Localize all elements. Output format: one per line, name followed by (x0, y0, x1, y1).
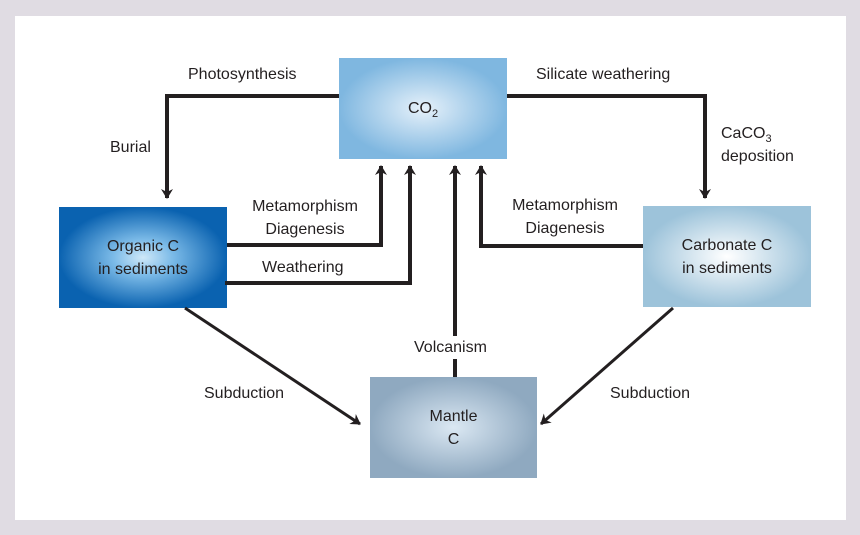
deposition-label: deposition (721, 148, 794, 165)
mantle-c-box (370, 377, 537, 478)
metamorphism-right-label: Metamorphism (512, 197, 618, 214)
organic-metamorphism-arrow (227, 165, 387, 247)
carbonate-metamorphism-arrow (475, 165, 643, 248)
caco3-sub: 3 (765, 133, 772, 145)
mantle-c-node: Mantle C (370, 377, 537, 478)
silicate-weathering-label: Silicate weathering (536, 66, 671, 83)
photosynthesis-burial-arrow (161, 94, 339, 199)
metamorphism-left-label: Metamorphism (252, 198, 358, 215)
burial-label: Burial (110, 139, 151, 156)
subduction-right-arrow (540, 306, 674, 426)
co2-label-sub: 2 (431, 108, 439, 120)
mantle-c-line2: C (447, 430, 460, 448)
volcanism-label: Volcanism (412, 336, 489, 359)
subduction-left-arrow (184, 306, 361, 426)
organic-c-line1: Organic C (106, 237, 180, 255)
carbonate-c-line2: in sediments (682, 259, 772, 277)
caco3-label: CaCO3 (721, 122, 772, 145)
diagenesis-right-label: Diagenesis (525, 220, 605, 237)
co2-label: CO2 (408, 97, 438, 120)
silicate-weathering-arrow (507, 94, 711, 199)
caco3-main: CaCO (721, 125, 766, 142)
subduction-left-label: Subduction (204, 385, 285, 402)
diagenesis-left-label: Diagenesis (265, 221, 345, 238)
mantle-c-line1: Mantle (429, 407, 478, 425)
weathering-label: Weathering (262, 259, 344, 276)
co2-label-main: CO (407, 100, 432, 117)
organic-c-node: Organic C in sediments (59, 207, 227, 308)
subduction-right-label: Subduction (610, 385, 691, 402)
carbonate-c-node: Carbonate C in sediments (643, 206, 811, 307)
co2-box (339, 58, 507, 159)
carbonate-c-box (643, 206, 811, 307)
photosynthesis-label: Photosynthesis (188, 66, 297, 83)
co2-node: CO2 (339, 58, 507, 159)
weathering-arrow (225, 165, 416, 285)
organic-c-line2: in sediments (98, 260, 188, 278)
organic-c-box (59, 207, 227, 308)
carbonate-c-line1: Carbonate C (681, 236, 773, 254)
